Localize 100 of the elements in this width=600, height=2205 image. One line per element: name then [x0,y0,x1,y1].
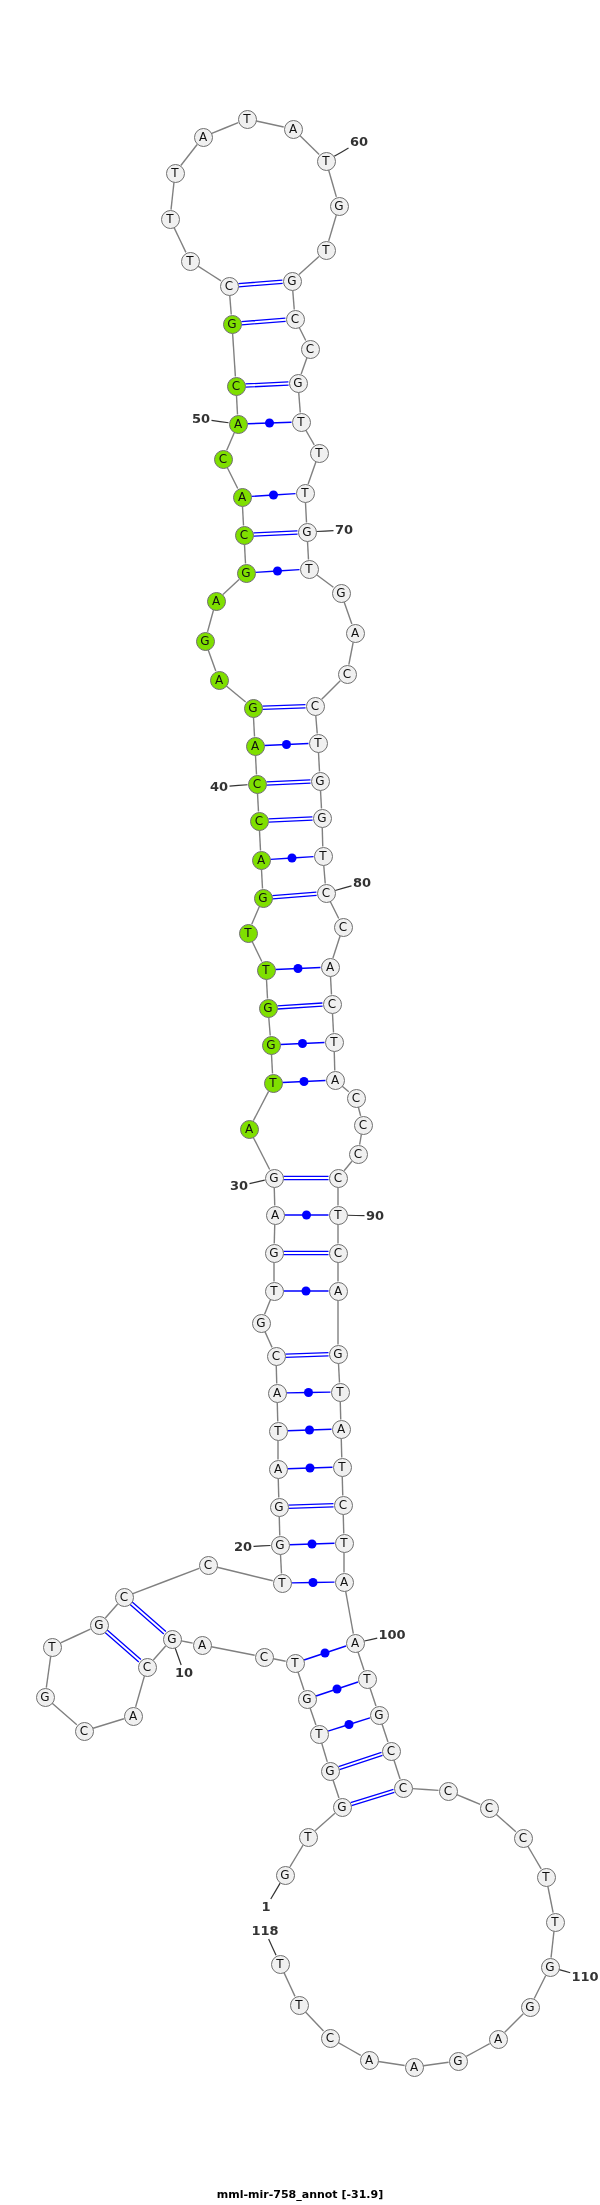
nucleotide-circle: A [245,736,265,756]
position-number: 50 [191,412,211,426]
leader-line [174,1647,182,1666]
base-pair-line [287,1503,335,1509]
base-pair-line [285,1391,332,1394]
backbone-line [252,716,256,738]
nucleotide-circle: A [228,414,248,434]
nucleotide-circle: G [89,1615,109,1635]
backbone-line [547,1885,554,1914]
base-pair-line [250,492,297,498]
nucleotide-circle: G [310,771,330,791]
nucleotide-circle: C [114,1587,134,1607]
backbone-line [241,505,245,527]
position-number: 90 [365,1209,385,1223]
base-pair-line [265,779,312,786]
nucleotide-circle: G [258,998,278,1018]
backbone-line [45,1655,52,1689]
backbone-line [276,1401,279,1423]
backbone-line [299,134,320,156]
nucleotide-circle: G [270,1535,290,1555]
base-pair-line [284,1352,330,1358]
nucleotide-circle: T [263,1073,283,1093]
nucleotide-circle: C [198,1555,218,1575]
backbone-line [92,1718,125,1729]
nucleotide-circle: T [256,960,276,980]
nucleotide-circle: A [206,591,226,611]
nucleotide-circle: G [162,1629,182,1649]
backbone-line [104,1603,119,1619]
nucleotide-circle: A [404,2057,424,2077]
backbone-line [298,326,307,342]
backbone-line [270,1053,274,1075]
position-number: 70 [334,523,354,537]
nucleotide-circle: G [275,1865,295,1885]
backbone-line [341,1475,344,1497]
backbone-line [411,1787,440,1792]
backbone-line [533,1974,547,2000]
position-number: 110 [571,1970,599,1984]
backbone-line [298,255,320,276]
backbone-line [231,332,237,378]
nucleotide-circle: T [264,1281,284,1301]
nucleotide-circle: T [285,1653,305,1673]
nucleotide-circle: G [312,808,332,828]
backbone-line [226,466,239,490]
position-number: 10 [174,1666,194,1680]
backbone-line [332,1779,340,1799]
backbone-line [216,1566,274,1582]
nucleotide-circle: C [333,917,353,937]
nucleotide-circle: G [269,1497,289,1517]
base-pair-line [263,742,310,747]
nucleotide-circle: T [324,1032,344,1052]
backbone-line [298,391,301,414]
nucleotide-circle: C [74,1721,94,1741]
backbone-line [317,751,321,773]
backbone-line [197,265,222,282]
nucleotide-circle: T [313,846,333,866]
nucleotide-circle: G [251,1313,271,1333]
backbone-line [252,1136,271,1171]
backbone-line [323,864,326,885]
nucleotide-circle: G [264,1243,284,1263]
base-pair-line [252,530,299,537]
backbone-line [328,214,337,242]
backbone-line [309,1707,317,1726]
nucleotide-circle: T [357,1669,377,1689]
nucleotide-circle: G [35,1687,55,1707]
nucleotide-circle: C [328,1168,348,1188]
backbone-line [297,1671,305,1691]
backbone-line [222,578,240,596]
backbone-line [337,2041,362,2057]
nucleotide-circle: G [282,271,302,291]
backbone-line [306,540,310,561]
nucleotide-circle: T [238,923,258,943]
nucleotide-circle: A [334,1572,354,1592]
backbone-line [254,754,258,776]
nucleotide-circle: A [239,1119,259,1139]
nucleotide-circle: C [348,1144,368,1164]
nucleotide-circle: A [123,1706,143,1726]
nucleotide-circle: C [285,309,305,329]
backbone-line [226,432,235,451]
backbone-line [152,1645,167,1661]
backbone-line [329,975,333,996]
leader-line [270,1882,281,1900]
backbone-line [337,1299,339,1346]
backbone-line [273,1261,275,1283]
nucleotide-circle: G [329,196,349,216]
base-pair-line [269,855,315,861]
nucleotide-circle: T [309,1724,329,1744]
nucleotide-circle: C [353,1115,373,1135]
backbone-line [343,1551,345,1574]
nucleotide-circle: C [346,1088,366,1108]
base-pair-line [282,1250,330,1256]
leader-line [210,419,230,424]
nucleotide-circle: G [332,1797,352,1817]
nucleotide-circle: T [291,412,311,432]
backbone-line [465,2042,491,2058]
nucleotide-circle: T [160,209,180,229]
backbone-line [273,1223,276,1245]
leader-line [558,1969,571,1974]
backbone-line [422,2061,450,2067]
nucleotide-circle: G [540,1957,560,1977]
nucleotide-circle: A [320,957,340,977]
